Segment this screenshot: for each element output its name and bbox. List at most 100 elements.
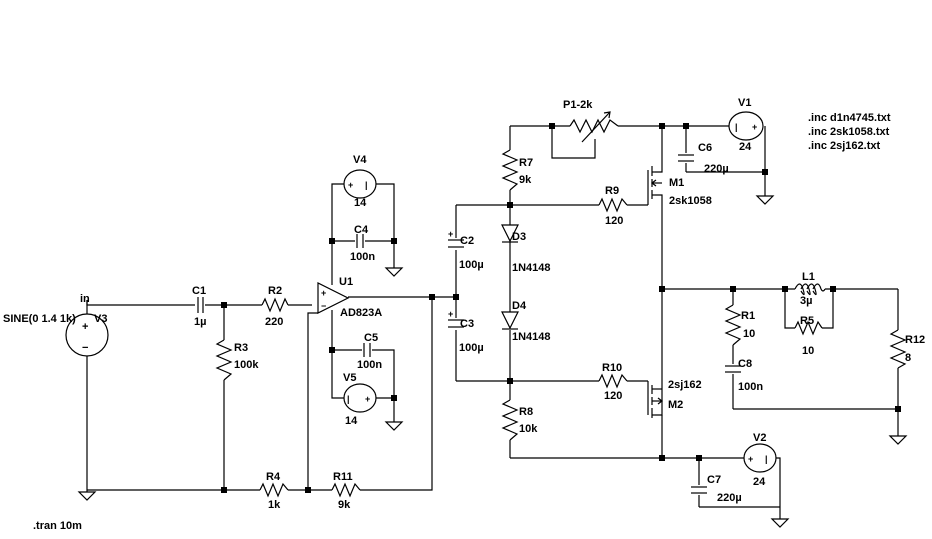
v4-name: V4: [353, 154, 367, 166]
resistor-r1[interactable]: [724, 304, 742, 346]
component-labels: .inc d1n4745.txt .inc 2sk1058.txt .inc 2…: [3, 97, 925, 532]
r4-value: 1k: [268, 499, 281, 511]
l1-value: 3µ: [800, 295, 812, 307]
r2-value: 220: [265, 316, 283, 328]
resistor-r9[interactable]: [598, 197, 628, 213]
d4-value: 1N4148: [512, 331, 551, 343]
capacitor-c7[interactable]: [691, 486, 707, 494]
svg-text:+: +: [748, 454, 753, 464]
capacitor-c4[interactable]: [356, 234, 364, 248]
r7-value: 9k: [519, 174, 532, 186]
d3-value: 1N4148: [512, 262, 551, 274]
resistor-r7[interactable]: [501, 149, 519, 191]
r1-name: R1: [741, 310, 755, 322]
r11-name: R11: [333, 471, 353, 483]
resistor-r10[interactable]: [598, 373, 628, 389]
diode-d4[interactable]: [501, 311, 519, 330]
m1-value: 2sk1058: [669, 195, 712, 207]
svg-text:+: +: [321, 288, 326, 298]
c2-name: C2: [460, 235, 474, 247]
v3-value: SINE(0 1.4 1k): [3, 313, 76, 325]
r2-name: R2: [268, 285, 282, 297]
potentiometer-p1[interactable]: [569, 111, 619, 143]
v5-value: 14: [345, 415, 358, 427]
mosfet-m2[interactable]: [647, 381, 663, 418]
resistor-r11[interactable]: [331, 482, 361, 498]
opamp-u1[interactable]: + −: [317, 282, 350, 314]
capacitor-c1[interactable]: [197, 297, 204, 313]
r5-value: 10: [802, 345, 814, 357]
include-directive-1: .inc d1n4745.txt: [808, 112, 891, 124]
r10-value: 120: [604, 390, 622, 402]
inductor-l1[interactable]: [794, 283, 826, 296]
svg-text:+: +: [348, 180, 353, 190]
v5-name: V5: [343, 372, 356, 384]
source-v4[interactable]: + |: [343, 169, 377, 199]
diode-d3[interactable]: [501, 224, 519, 250]
ground-icon: [384, 421, 404, 431]
svg-text:|: |: [735, 122, 738, 132]
v2-value: 24: [753, 476, 766, 488]
resistor-r2[interactable]: [261, 297, 289, 313]
v3-name: V3: [94, 313, 107, 325]
svg-text:+: +: [365, 394, 370, 404]
v4-value: 14: [354, 197, 367, 209]
v1-value: 24: [739, 141, 752, 153]
c2-value: 100µ: [459, 259, 484, 271]
d4-name: D4: [512, 300, 527, 312]
svg-text:−: −: [321, 301, 326, 311]
svg-text:|: |: [365, 180, 368, 190]
ground-icon: [770, 518, 790, 528]
ground-icon: [77, 491, 97, 501]
svg-text:+: +: [82, 321, 88, 333]
c5-name: C5: [364, 332, 378, 344]
r3-value: 100k: [234, 359, 259, 371]
r7-name: R7: [519, 157, 533, 169]
l1-name: L1: [802, 271, 815, 283]
r10-name: R10: [602, 362, 622, 374]
r1-value: 10: [743, 328, 755, 340]
svg-text:+: +: [448, 229, 453, 239]
capacitor-c3[interactable]: +: [448, 309, 464, 328]
junction-dots: [221, 123, 901, 493]
capacitor-c8[interactable]: [725, 365, 741, 373]
svg-text:|: |: [765, 454, 768, 464]
resistor-r5[interactable]: [794, 320, 823, 336]
c6-value: 220µ: [704, 163, 729, 175]
c1-name: C1: [192, 285, 206, 297]
svg-text:+: +: [752, 122, 757, 132]
source-v2[interactable]: + |: [743, 443, 777, 473]
net-label-in: in: [80, 293, 90, 305]
c8-name: C8: [738, 358, 752, 370]
svg-text:|: |: [347, 394, 350, 404]
c7-name: C7: [707, 474, 721, 486]
c7-value: 220µ: [717, 492, 742, 504]
m2-name: M2: [668, 399, 683, 411]
source-v1[interactable]: | +: [728, 111, 764, 141]
resistor-r3[interactable]: [215, 339, 233, 381]
mosfet-m1[interactable]: [647, 166, 662, 205]
ground-icon: [888, 435, 908, 445]
resistor-r4[interactable]: [259, 482, 289, 498]
svg-text:+: +: [448, 309, 453, 319]
c8-value: 100n: [738, 381, 763, 393]
resistor-r8[interactable]: [501, 399, 519, 441]
r9-value: 120: [605, 215, 623, 227]
include-directive-2: .inc 2sk1058.txt: [808, 126, 890, 138]
r12-name: R12: [905, 334, 925, 346]
source-v3[interactable]: + −: [65, 313, 109, 357]
r5-name: R5: [800, 315, 814, 327]
source-v5[interactable]: | +: [343, 383, 377, 413]
r8-value: 10k: [519, 423, 538, 435]
ground-symbols: [77, 195, 908, 528]
tran-directive: .tran 10m: [33, 520, 82, 532]
resistor-r12[interactable]: [889, 329, 907, 369]
include-directive-3: .inc 2sj162.txt: [808, 140, 880, 152]
r9-name: R9: [605, 185, 619, 197]
capacitor-c2[interactable]: +: [448, 229, 464, 248]
capacitor-c6[interactable]: [678, 154, 694, 162]
u1-name: U1: [339, 276, 353, 288]
d3-name: D3: [512, 231, 526, 243]
capacitor-c5[interactable]: [363, 343, 371, 357]
